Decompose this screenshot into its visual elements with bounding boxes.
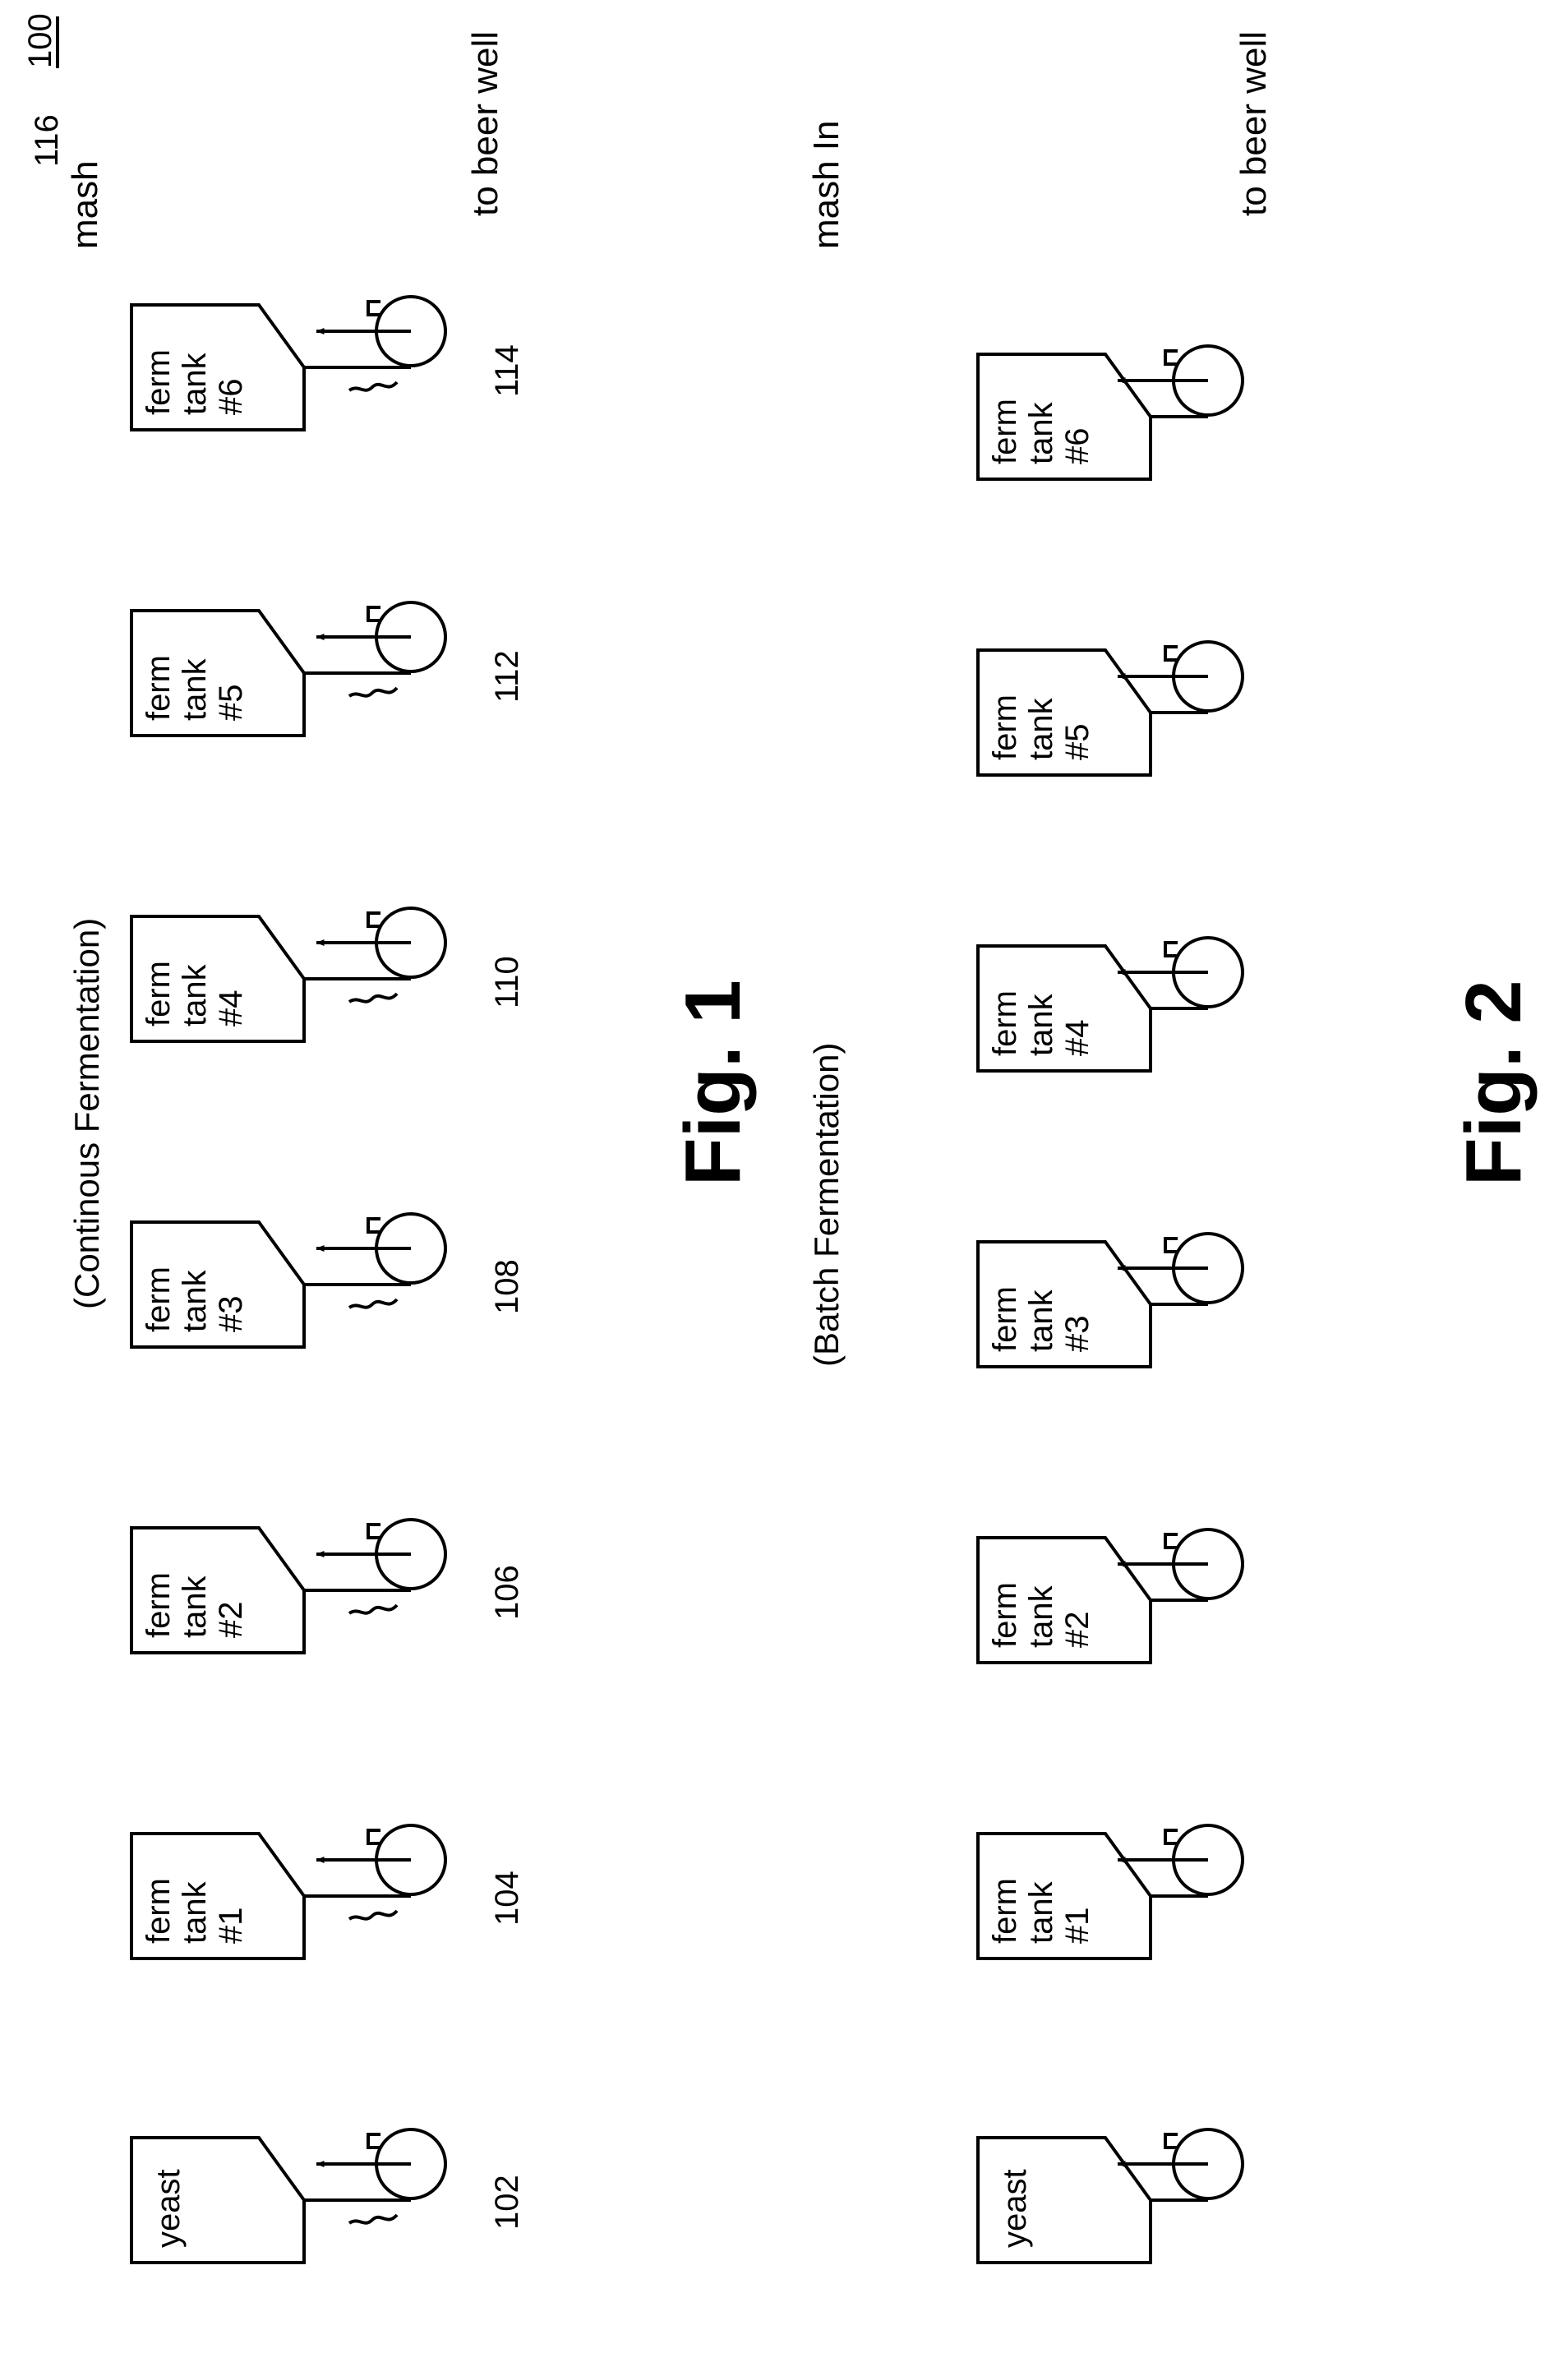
fig2-feed-label: mash In bbox=[806, 120, 846, 249]
fig2-mode-label: (Batch Fermentation) bbox=[807, 1043, 846, 1368]
pump-discharge-nozzle bbox=[368, 2134, 380, 2148]
fig1-feed-ref: 116 bbox=[29, 114, 65, 167]
ferm-tank-3-label-line: tank bbox=[177, 1269, 213, 1332]
rotated-drawing-layer: 100 yeast102fermtank#1104fermtank#2106fe… bbox=[22, 13, 1538, 2320]
ferm-tank-6-label-line: #6 bbox=[1059, 428, 1095, 465]
ferm-tank-6-label-line: #6 bbox=[213, 379, 249, 416]
ferm-tank-1-label-line: ferm bbox=[987, 1878, 1023, 1944]
ferm-tank-6-label-line: tank bbox=[177, 352, 213, 415]
pump-discharge-nozzle bbox=[1165, 647, 1178, 660]
ferm-tank-2-label-line: ferm bbox=[987, 1582, 1023, 1648]
ferm-tank-3-label-line: tank bbox=[1023, 1289, 1059, 1352]
ferm-tank-6-label-line: ferm bbox=[141, 349, 177, 415]
ferm-tank-1-label-line: tank bbox=[1023, 1880, 1059, 1944]
ferm-tank-4-label-line: tank bbox=[1023, 993, 1059, 1056]
yeast-tank-ref: 102 bbox=[489, 2175, 525, 2230]
ferm-tank-3-label-line: ferm bbox=[141, 1266, 177, 1332]
ferm-tank-6-label-line: ferm bbox=[987, 399, 1023, 464]
pump-discharge-nozzle bbox=[1165, 943, 1178, 956]
fig2-caption: Fig. 2 bbox=[1450, 980, 1538, 1186]
ferm-tank-3-label-line: #3 bbox=[1059, 1316, 1095, 1353]
pump-discharge-nozzle bbox=[368, 607, 380, 621]
ferm-tank-2-label-line: #2 bbox=[213, 1602, 249, 1639]
tank-6-ref-leader bbox=[349, 382, 397, 390]
yeast-tank-label: yeast bbox=[997, 2169, 1033, 2248]
ferm-tank-1-label-line: ferm bbox=[141, 1878, 177, 1944]
ferm-tank-2-label-line: #2 bbox=[1059, 1612, 1095, 1649]
tank-4-ref-leader bbox=[349, 994, 397, 1002]
ferm-tank-4-label-line: ferm bbox=[987, 990, 1023, 1056]
tank-2-ref-leader bbox=[349, 1605, 397, 1613]
pump-discharge-nozzle bbox=[1165, 351, 1178, 364]
ferm-tank-5-label-line: ferm bbox=[987, 694, 1023, 760]
fig2-outlet-label: to beer well bbox=[1234, 31, 1274, 216]
fig1-caption: Fig. 1 bbox=[669, 980, 757, 1186]
ferm-tank-6-ref: 114 bbox=[489, 344, 525, 397]
pump-discharge-nozzle bbox=[1165, 1239, 1178, 1252]
fig1-outlet-label: to beer well bbox=[465, 31, 505, 216]
ferm-tank-2-label-line: tank bbox=[177, 1575, 213, 1638]
ferm-tank-2-ref: 106 bbox=[489, 1565, 525, 1620]
ferm-tank-4-label-line: #4 bbox=[1059, 1020, 1095, 1057]
ferm-tank-5-label-line: #5 bbox=[213, 685, 249, 722]
pump-discharge-nozzle bbox=[368, 913, 380, 926]
tank-5-ref-leader bbox=[349, 688, 397, 696]
ferm-tank-5-ref: 112 bbox=[489, 650, 525, 703]
ferm-tank-5-label-line: ferm bbox=[141, 655, 177, 721]
ferm-tank-6-label-line: tank bbox=[1023, 401, 1059, 464]
yeast-tank-label: yeast bbox=[150, 2169, 187, 2248]
ferm-tank-5-label-line: #5 bbox=[1059, 724, 1095, 761]
tank-3-ref-leader bbox=[349, 1299, 397, 1308]
ferm-tank-1-label-line: tank bbox=[177, 1880, 213, 1944]
ferm-tank-5-label-line: tank bbox=[1023, 697, 1059, 760]
ferm-tank-3-ref: 108 bbox=[489, 1259, 525, 1314]
ferm-tank-4-ref: 110 bbox=[489, 956, 525, 1008]
ferm-tank-2-label-line: tank bbox=[1023, 1585, 1059, 1648]
ferm-tank-3-label-line: ferm bbox=[987, 1286, 1023, 1352]
figure-1: yeast102fermtank#1104fermtank#2106fermta… bbox=[29, 31, 757, 2320]
pump-discharge-nozzle bbox=[368, 1525, 380, 1538]
fig1-mode-label: (Continous Fermentation) bbox=[67, 918, 106, 1309]
ferm-tank-1-label-line: #1 bbox=[1059, 1908, 1095, 1945]
tank-1-ref-leader bbox=[349, 1911, 397, 1919]
yeast-ref-leader bbox=[349, 2215, 397, 2223]
ferm-tank-4-label-line: ferm bbox=[141, 961, 177, 1027]
pump-discharge-nozzle bbox=[368, 1219, 380, 1232]
ferm-tank-5-label-line: tank bbox=[177, 657, 213, 721]
pump-discharge-nozzle bbox=[1165, 1830, 1178, 1843]
ferm-tank-4-label-line: tank bbox=[177, 963, 213, 1027]
pump-discharge-nozzle bbox=[368, 302, 380, 315]
sheet-ref-label: 100 bbox=[22, 13, 58, 68]
ferm-tank-4-label-line: #4 bbox=[213, 990, 249, 1027]
fig1-feed-label: mash bbox=[65, 160, 105, 249]
pump-discharge-nozzle bbox=[1165, 2134, 1178, 2148]
ferm-tank-2-label-line: ferm bbox=[141, 1572, 177, 1638]
ferm-tank-1-label-line: #1 bbox=[213, 1908, 249, 1945]
ferm-tank-1-ref: 104 bbox=[489, 1871, 525, 1926]
figure-2: yeastfermtank#1fermtank#2fermtank#3fermt… bbox=[806, 31, 1538, 2263]
ferm-tank-3-label-line: #3 bbox=[213, 1296, 249, 1333]
pump-discharge-nozzle bbox=[1165, 1534, 1178, 1548]
pump-discharge-nozzle bbox=[368, 1830, 380, 1843]
